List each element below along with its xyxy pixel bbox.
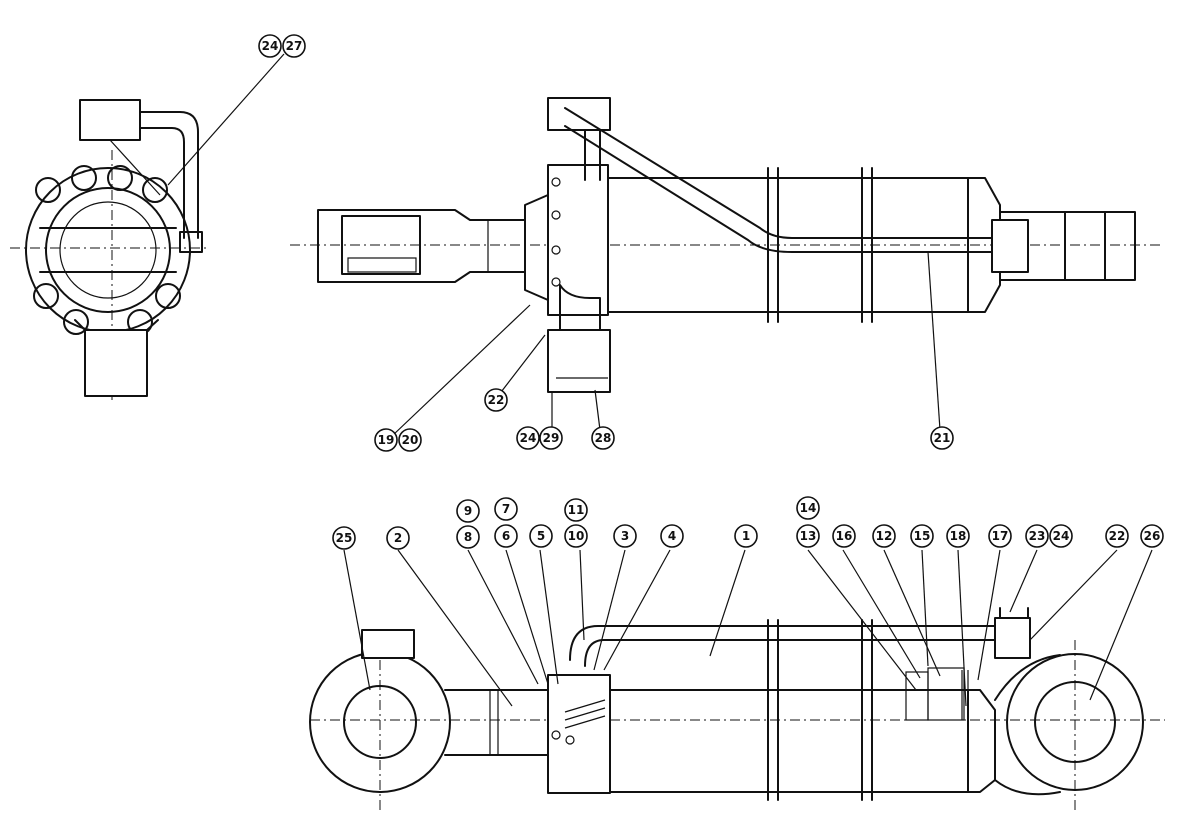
svg-text:23: 23 — [1029, 529, 1046, 543]
callout-25: 25 — [332, 526, 356, 550]
callout-16: 16 — [832, 524, 856, 548]
callout-6: 6 — [494, 524, 518, 548]
svg-text:12: 12 — [876, 529, 893, 543]
callout-21: 21 — [930, 426, 954, 450]
svg-text:6: 6 — [502, 529, 510, 543]
callout-22-top: 22 — [484, 388, 508, 412]
svg-text:16: 16 — [836, 529, 853, 543]
callout-19: 19 — [374, 428, 398, 452]
svg-text:24: 24 — [520, 431, 537, 445]
svg-text:1: 1 — [742, 529, 750, 543]
callout-3: 3 — [613, 524, 637, 548]
svg-text:7: 7 — [502, 502, 510, 516]
callout-13: 13 — [796, 524, 820, 548]
svg-text:2: 2 — [394, 531, 402, 545]
side-view-drawing — [309, 549, 1165, 810]
end-view-drawing — [10, 99, 210, 400]
svg-text:14: 14 — [800, 501, 817, 515]
svg-text:27: 27 — [286, 39, 303, 53]
callout-2: 2 — [386, 526, 410, 550]
svg-text:17: 17 — [992, 529, 1009, 543]
svg-text:13: 13 — [800, 529, 817, 543]
svg-text:25: 25 — [336, 531, 353, 545]
svg-text:18: 18 — [950, 529, 967, 543]
callout-29: 29 — [539, 426, 563, 450]
svg-text:21: 21 — [934, 431, 951, 445]
svg-text:24: 24 — [1053, 529, 1070, 543]
svg-text:28: 28 — [595, 431, 612, 445]
callout-11: 11 — [564, 498, 588, 522]
callout-24-top-left: 24 — [258, 34, 282, 58]
top-view-drawing — [167, 53, 1160, 437]
svg-text:29: 29 — [543, 431, 560, 445]
svg-text:10: 10 — [568, 529, 585, 543]
callout-27: 27 — [282, 34, 306, 58]
svg-text:11: 11 — [568, 503, 585, 517]
svg-text:8: 8 — [464, 530, 472, 544]
svg-text:24: 24 — [262, 39, 279, 53]
svg-text:9: 9 — [464, 504, 472, 518]
callout-5: 5 — [529, 524, 553, 548]
callout-8: 8 — [456, 525, 480, 549]
callout-28: 28 — [591, 426, 615, 450]
callout-18: 18 — [946, 524, 970, 548]
callout-22-side: 22 — [1105, 524, 1129, 548]
svg-text:5: 5 — [537, 529, 545, 543]
callout-24-side-view: 24 — [1049, 524, 1073, 548]
callout-1: 1 — [734, 524, 758, 548]
callout-20: 20 — [398, 428, 422, 452]
callout-23: 23 — [1025, 524, 1049, 548]
callout-7: 7 — [494, 497, 518, 521]
callout-24-top-view: 24 — [516, 426, 540, 450]
svg-text:15: 15 — [914, 529, 931, 543]
callout-9: 9 — [456, 499, 480, 523]
callout-10: 10 — [564, 524, 588, 548]
callout-17: 17 — [988, 524, 1012, 548]
svg-text:22: 22 — [488, 393, 505, 407]
svg-text:22: 22 — [1109, 529, 1126, 543]
callout-15: 15 — [910, 524, 934, 548]
callout-14: 14 — [796, 496, 820, 520]
svg-text:4: 4 — [668, 529, 676, 543]
callout-group: 24 27 22 19 20 24 29 28 21 9 8 7 6 5 11 … — [258, 34, 1164, 550]
callout-4: 4 — [660, 524, 684, 548]
callout-12: 12 — [872, 524, 896, 548]
svg-text:20: 20 — [402, 433, 419, 447]
callout-26: 26 — [1140, 524, 1164, 548]
svg-text:3: 3 — [621, 529, 629, 543]
svg-text:26: 26 — [1144, 529, 1161, 543]
svg-text:19: 19 — [378, 433, 395, 447]
